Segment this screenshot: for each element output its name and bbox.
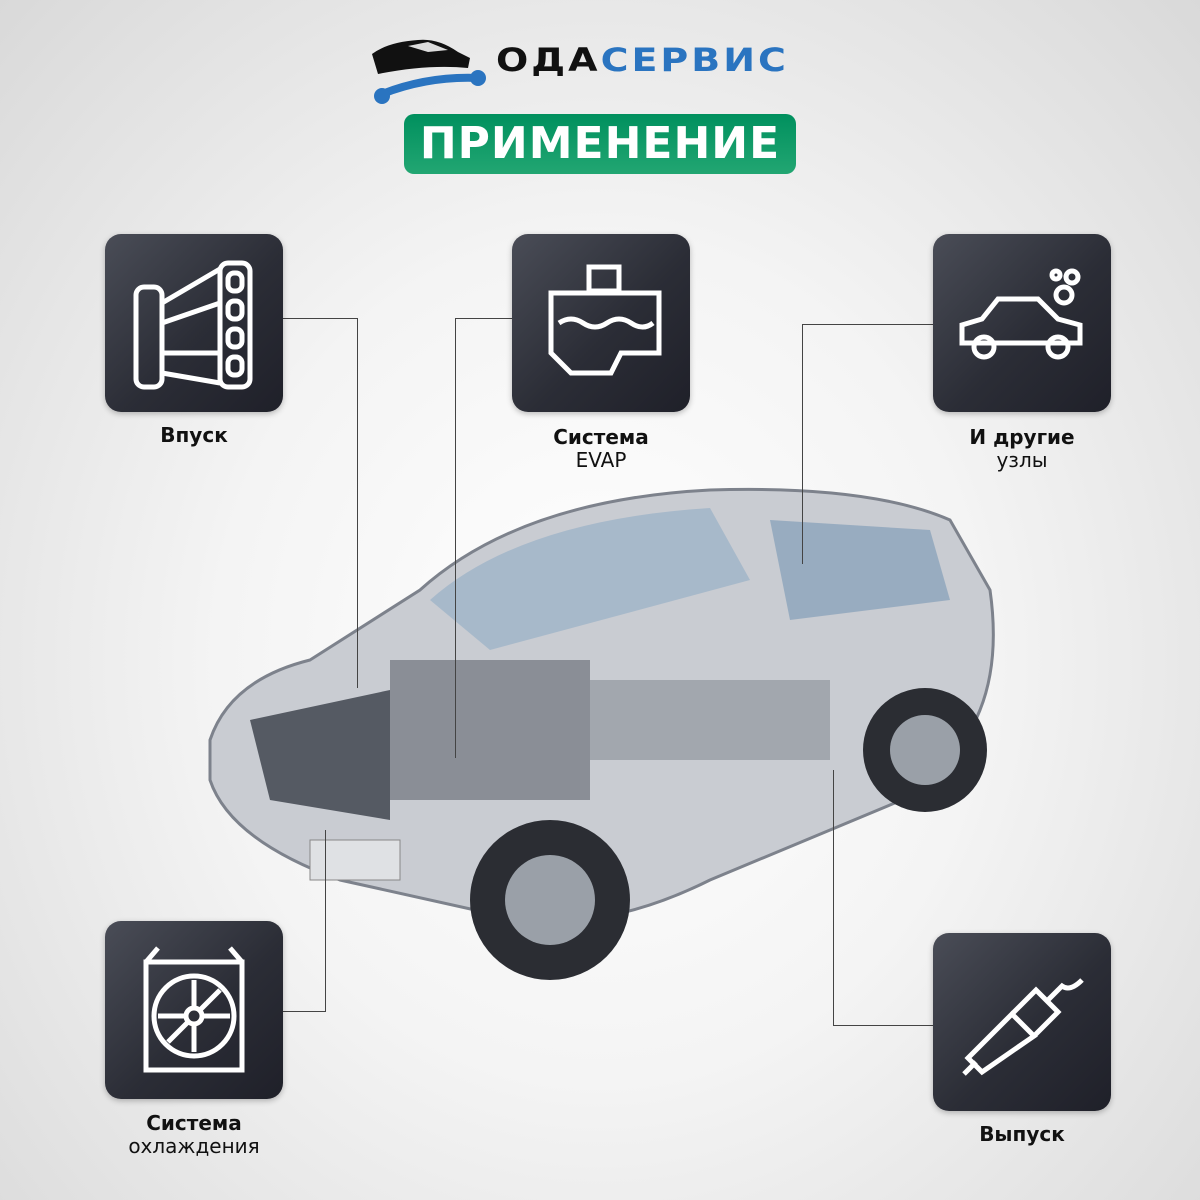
fuel-tank-icon [548, 264, 662, 376]
evap-tile [512, 234, 690, 412]
label-bold: Выпуск [979, 1122, 1065, 1146]
other-units-tile [933, 234, 1111, 412]
connector-line [455, 318, 456, 758]
connector-line [833, 770, 834, 1026]
exhaust-tile [933, 933, 1111, 1111]
label-intake: Впуск [84, 424, 304, 447]
label-bold: Система [553, 425, 649, 449]
car-cutaway-illustration [208, 487, 995, 980]
label-bold: И другие [969, 425, 1075, 449]
connector-line [283, 318, 358, 319]
label-sub: узлы [996, 448, 1048, 472]
label-bold: Впуск [160, 423, 228, 447]
connector-line [833, 1025, 933, 1026]
connector-line [283, 1011, 326, 1012]
car-smoke-icon [959, 268, 1083, 360]
page-title: ПРИМЕНЕНИЕ [404, 114, 796, 174]
label-sub: охлаждения [128, 1134, 260, 1158]
cooling-tile [105, 921, 283, 1099]
brand-name: ОДАСЕРВИС [496, 41, 789, 78]
connector-line [455, 318, 512, 319]
intake-manifold-icon [133, 260, 253, 390]
connector-line [802, 324, 933, 325]
car-wrench-logo-icon [372, 39, 486, 104]
label-exhaust: Выпуск [912, 1123, 1132, 1146]
radiator-fan-icon [143, 946, 245, 1073]
brand-part2: СЕРВИС [600, 41, 789, 79]
connector-line [802, 324, 803, 564]
connector-line [325, 830, 326, 1012]
label-sub: EVAP [575, 448, 627, 472]
logo: ОДАСЕРВИС [368, 34, 838, 106]
exhaust-muffler-icon [962, 978, 1084, 1076]
label-bold: Система [146, 1111, 242, 1135]
brand-part1: ОДА [496, 41, 601, 79]
connector-line [357, 318, 358, 688]
intake-tile [105, 234, 283, 412]
